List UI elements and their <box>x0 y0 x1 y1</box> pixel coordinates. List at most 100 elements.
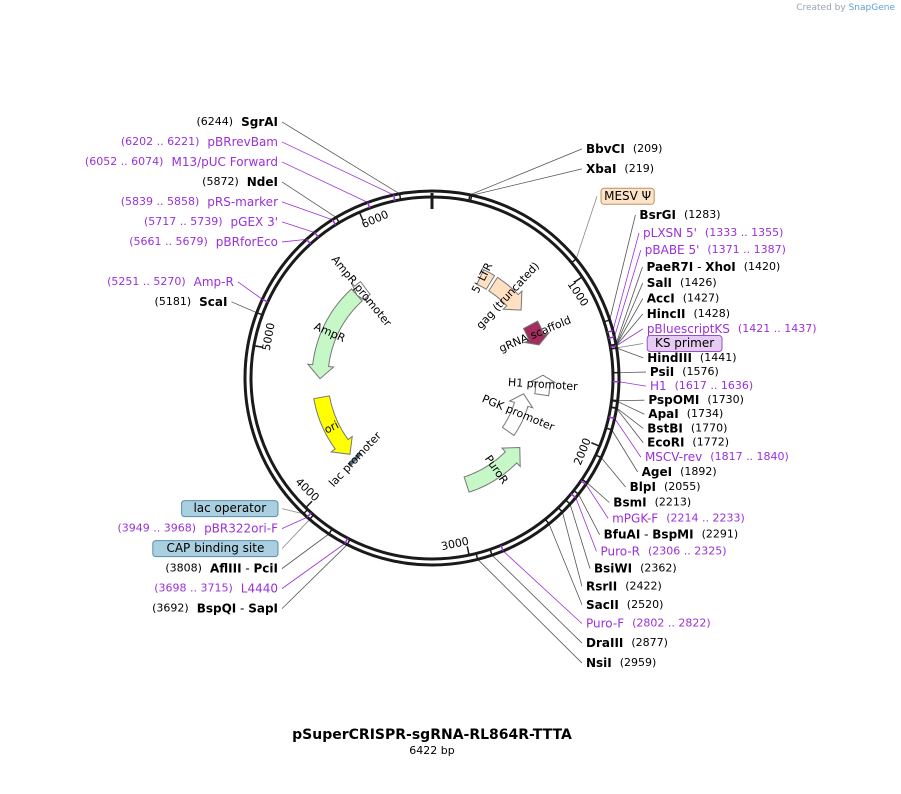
primer-name: pBRforEco <box>216 234 278 248</box>
leader-enzyme-13 <box>616 407 644 429</box>
primer-name: Puro-F <box>586 616 624 630</box>
enzyme-name: XbaI <box>586 161 616 175</box>
primer-label-m13-puc-forward: (6052 .. 6074)M13/pUC Forward <box>85 154 278 168</box>
leader-enzyme-5 <box>615 266 643 345</box>
enzyme-label-hincii: HincII(1428) <box>647 306 730 320</box>
site-marker-enzyme-14 <box>610 406 617 410</box>
site-marker-enzyme-4 <box>603 319 611 323</box>
enzyme-label-ecori: EcoRI(1772) <box>647 435 729 449</box>
enzyme-name: BstBI <box>647 421 683 435</box>
leader-boxed-1 <box>616 343 644 349</box>
leader-enzyme-9 <box>616 347 644 359</box>
primer-label-puro-r: Puro-R(2306 .. 2325) <box>600 544 726 558</box>
enzyme-position: (1441) <box>700 351 737 364</box>
enzyme-position: (2877) <box>631 636 668 649</box>
primer-range: (1371 .. 1387) <box>707 243 786 256</box>
enzyme-position: (1772) <box>692 436 729 449</box>
leader-primer-14 <box>281 516 308 529</box>
site-marker-boxed-0 <box>571 258 577 264</box>
feature-lac-promoter <box>347 451 363 467</box>
enzyme-name: BspQI <box>197 601 237 615</box>
leader-enzyme-15 <box>611 429 638 473</box>
site-marker-enzyme-26 <box>346 538 351 546</box>
enzyme-label-blpi: BlpI(2055) <box>630 480 701 494</box>
primer-name: Puro-R <box>600 544 640 558</box>
enzyme-label-nsii: NsiI(2959) <box>586 656 656 670</box>
feature-grna-scaffold <box>522 320 551 346</box>
site-markers <box>256 193 619 560</box>
enzyme-name: BfuAI <box>604 527 641 541</box>
boxed-label-cap-binding-site: CAP binding site <box>166 541 264 555</box>
leader-enzyme-14 <box>616 408 644 443</box>
site-marker-primer-11 <box>580 480 587 485</box>
site-marker-enzyme-3 <box>335 217 340 223</box>
primer-range: (5717 .. 5739) <box>144 215 223 228</box>
primer-label-h1: H1(1617 .. 1636) <box>650 379 753 393</box>
enzyme-dash: - <box>640 527 652 541</box>
site-marker-enzyme-20 <box>557 507 563 513</box>
leader-enzyme-22 <box>491 554 583 644</box>
leader-enzyme-10 <box>618 371 646 374</box>
enzyme-name-2: PciI <box>254 561 279 575</box>
leader-enzyme-1 <box>469 148 583 196</box>
site-marker-primer-7 <box>608 336 615 339</box>
enzyme-name: SalI <box>647 276 672 290</box>
enzyme-label-ndei: (5872)NdeI <box>202 174 278 188</box>
enzyme-name: ScaI <box>199 294 227 308</box>
enzyme-label-agei: AgeI(1892) <box>642 464 717 478</box>
feature-5-ltr <box>476 268 496 290</box>
enzyme-dash: - <box>236 601 248 615</box>
site-marker-primer-0 <box>392 194 396 201</box>
primer-label-pbrrevbam: (6202 .. 6221)pBRrevBam <box>121 134 278 148</box>
leader-primer-9 <box>618 381 647 387</box>
feature-ampr-promoter <box>350 280 371 303</box>
enzyme-label-apai: ApaI(1734) <box>648 407 723 421</box>
enzyme-label-bstbi: BstBI(1770) <box>647 421 727 435</box>
boxed-feature-ks-primer <box>646 334 723 352</box>
enzyme-label-afliii: (3808)AflIII - PciI <box>165 561 278 575</box>
site-marker-enzyme-18 <box>573 489 579 495</box>
primer-label-mscv-rev: MSCV-rev(1817 .. 1840) <box>645 450 789 464</box>
enzyme-position: (1734) <box>687 407 724 420</box>
boxed-label-ks-primer: KS primer <box>655 336 714 350</box>
tick-3000 <box>466 546 471 557</box>
leader-primer-1 <box>281 161 368 203</box>
leader-primer-6 <box>612 232 640 331</box>
enzyme-label-rsrii: RsrII(2422) <box>586 579 662 593</box>
enzyme-label-acci: AccI(1427) <box>647 291 720 305</box>
site-marker-primer-5 <box>262 298 269 303</box>
credit-prefix: Created by <box>796 3 846 13</box>
primer-range: (1817 .. 1840) <box>710 450 789 463</box>
primer-range: (6052 .. 6074) <box>85 155 164 168</box>
backbone-outer <box>243 189 621 567</box>
enzyme-position: (209) <box>633 142 663 155</box>
tick-4000 <box>304 500 313 509</box>
enzyme-name: BsmI <box>613 495 646 509</box>
site-marker-primer-13 <box>500 545 504 552</box>
leader-enzyme-26 <box>281 544 348 609</box>
enzyme-name: SgrAI <box>241 114 278 128</box>
enzyme-name: BsiWI <box>594 561 632 575</box>
enzyme-name: BbvCI <box>586 141 625 155</box>
feature-pgk-promoter <box>501 393 534 437</box>
leader-enzyme-4 <box>609 214 636 321</box>
primer-range: (1333 .. 1355) <box>705 226 784 239</box>
enzyme-dash: - <box>693 259 705 273</box>
feature-ampr <box>306 288 363 380</box>
leader-primer-0 <box>281 141 394 196</box>
enzyme-name: DraIII <box>586 636 623 650</box>
enzyme-position: (1427) <box>683 292 720 305</box>
primer-label-l4440: (3698 .. 3715)L4440 <box>154 581 278 595</box>
site-marker-primer-10 <box>608 416 615 420</box>
feature-arrows <box>306 268 557 493</box>
leader-primer-7 <box>614 250 642 338</box>
site-marker-primer-3 <box>313 232 319 238</box>
primer-range: (5661 .. 5679) <box>129 235 208 248</box>
site-marker-enzyme-17 <box>581 478 588 484</box>
leader-boxed-2 <box>281 519 310 549</box>
site-marker-primer-12 <box>570 493 577 499</box>
site-marker-primer-14 <box>306 512 312 518</box>
leader-enzyme-16 <box>600 457 626 488</box>
snapgene-credit: Created by SnapGene <box>796 3 895 13</box>
enzyme-label-bspqi: (3692)BspQI - SapI <box>152 601 278 615</box>
